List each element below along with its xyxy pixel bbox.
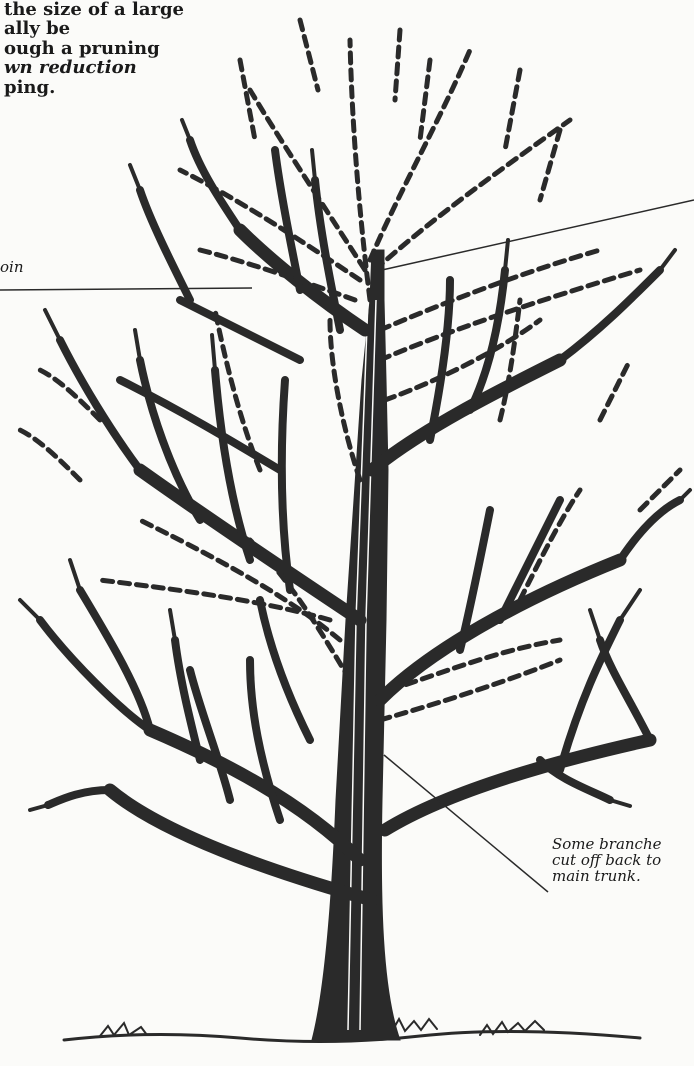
intro-text: the size of a large ally be ough a pruni…	[4, 0, 244, 97]
intro-line-1: the size of a large	[4, 0, 244, 19]
right-callout-line-1: Some branche	[552, 836, 662, 852]
intro-line-2: ally be	[4, 19, 244, 38]
leader-line-top-right	[382, 200, 694, 270]
intro-line-4: wn reduction	[4, 58, 244, 77]
tree-trunk	[312, 250, 400, 1040]
left-callout-label: oin	[0, 259, 24, 275]
right-callout-line-3: main trunk.	[552, 868, 662, 884]
right-callout-label: Some branche cut off back to main trunk.	[552, 836, 662, 885]
leader-line-left	[0, 288, 252, 290]
right-callout-line-2: cut off back to	[552, 852, 662, 868]
intro-line-5: ping.	[4, 78, 244, 97]
intro-line-3: ough a pruning	[4, 39, 244, 58]
